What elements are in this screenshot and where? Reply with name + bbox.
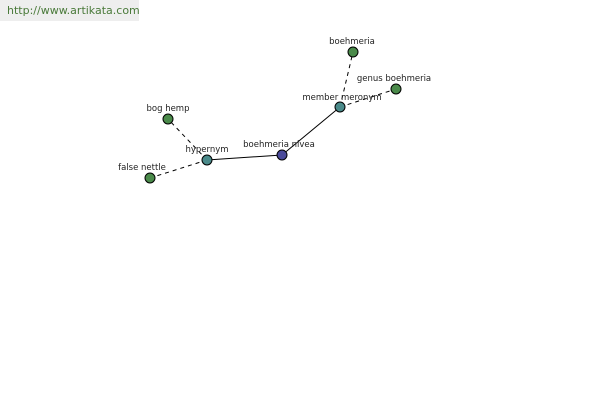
node-label-genus-boehmeria[interactable]: genus boehmeria [357,74,431,84]
edge-center-to-meronym [281,106,341,156]
url-banner[interactable]: http://www.artikata.com [0,0,140,21]
node-genus-boehmeria[interactable]: genus boehmeria [357,74,431,95]
edge-hypernym-to-false-nettle [149,159,208,179]
node-bog-hemp[interactable]: bog hemp [147,104,190,125]
node-marker-bog-hemp[interactable] [162,113,174,125]
node-label-hypernym[interactable]: hypernym [185,145,228,155]
node-marker-genus-boehmeria[interactable] [390,83,402,95]
edge-meronym-to-genus-boehmeria [339,88,397,108]
node-marker-hypernym[interactable] [201,154,213,166]
node-marker-meronym[interactable] [334,101,346,113]
node-boehmeria[interactable]: boehmeria [329,37,375,58]
node-label-center[interactable]: boehmeria nivea [243,140,315,150]
node-marker-false-nettle[interactable] [144,172,156,184]
nodes-layer: boehmeria nivea hypernym member meronym bog… [118,37,431,184]
node-center[interactable]: boehmeria nivea [243,140,315,161]
node-false-nettle[interactable]: false nettle [118,163,166,184]
edge-center-to-hypernym [206,154,283,161]
node-label-false-nettle[interactable]: false nettle [118,163,166,173]
node-meronym[interactable]: member meronym [302,93,382,113]
edge-meronym-to-boehmeria [339,51,354,108]
node-marker-center[interactable] [276,149,288,161]
node-label-bog-hemp[interactable]: bog hemp [147,104,190,114]
node-marker-boehmeria[interactable] [347,46,359,58]
edge-hypernym-to-bog-hemp [167,118,208,161]
node-hypernym[interactable]: hypernym [185,145,229,166]
node-label-boehmeria[interactable]: boehmeria [329,37,375,47]
edges-layer [149,51,397,179]
url-text[interactable]: http://www.artikata.com [7,4,140,17]
node-label-meronym[interactable]: member meronym [302,93,381,103]
